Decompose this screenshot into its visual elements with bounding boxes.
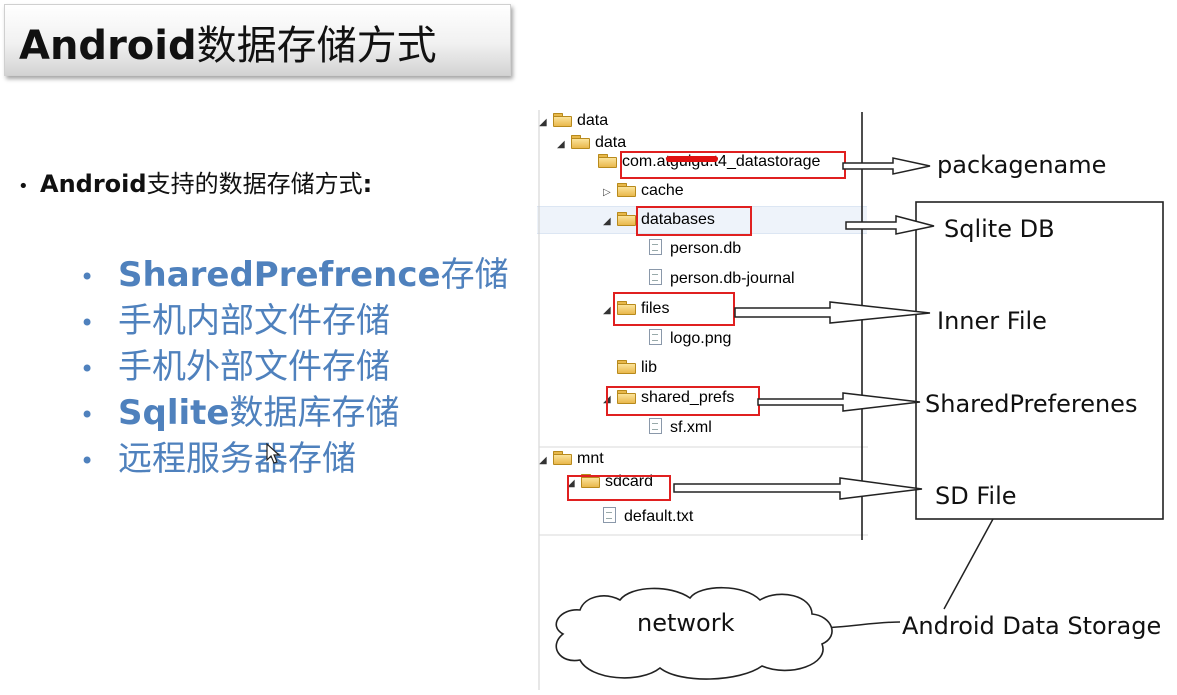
method-cjk: 手机内部文件存储 <box>118 301 390 341</box>
bullet-dot-icon: • <box>80 354 95 383</box>
folder-icon <box>617 390 636 404</box>
expand-arrow-icon[interactable]: ◢ <box>603 216 611 227</box>
folder-icon <box>617 301 636 315</box>
folder-icon <box>617 212 636 226</box>
folder-icon <box>617 360 636 374</box>
tree-node-cache[interactable]: ▷ cache <box>603 178 684 204</box>
bullet-dot-icon: • <box>18 176 29 197</box>
expand-arrow-icon[interactable]: ◢ <box>539 117 547 128</box>
main-bullet-latin: Android <box>40 170 147 198</box>
method-cjk: 手机外部文件存储 <box>118 347 390 387</box>
page-title: Android数据存储方式 <box>19 13 437 71</box>
method-item: • Sqlite数据库存储 <box>80 390 509 436</box>
method-item: • 手机外部文件存储 <box>80 344 509 390</box>
tree-label: data <box>595 134 627 151</box>
method-cjk: 数据库存储 <box>229 393 400 433</box>
label-sd-file: SD File <box>935 482 1017 510</box>
method-en: SharedPrefrence <box>118 255 441 295</box>
tree-node-databases[interactable]: ◢ databases <box>603 207 715 233</box>
tree-node-lib[interactable]: lib <box>603 355 657 381</box>
label-android-storage: Android Data Storage <box>902 612 1162 640</box>
method-item: • SharedPrefrence存储 <box>80 252 509 298</box>
folder-icon <box>571 135 590 149</box>
tree-label: cache <box>641 182 684 199</box>
tree-label: shared_prefs <box>641 389 735 406</box>
main-bullet-cjk: 支持的数据存储方式 <box>146 170 363 198</box>
highlight-box-sdcard <box>567 475 671 501</box>
tree-label: sdcard <box>605 473 654 490</box>
tree-label: files <box>641 300 670 317</box>
label-inner-file: Inner File <box>937 307 1047 335</box>
expand-arrow-icon[interactable]: ◢ <box>603 305 611 316</box>
tree-label: databases <box>641 211 715 228</box>
tree-node-person-journal[interactable]: person.db-journal <box>649 266 795 292</box>
tree-label: data <box>577 112 609 129</box>
tree-label: logo.png <box>670 330 732 347</box>
folder-icon <box>617 183 636 197</box>
cloud-icon <box>555 586 833 680</box>
main-bullet: • Android支持的数据存储方式: <box>18 164 372 199</box>
label-sqlite-db: Sqlite DB <box>944 215 1055 243</box>
expand-arrow-icon[interactable]: ◢ <box>539 455 547 466</box>
expand-arrow-icon[interactable]: ◢ <box>557 139 565 150</box>
tree-node-sf-xml[interactable]: sf.xml <box>649 415 712 441</box>
folder-icon <box>553 451 572 465</box>
file-icon <box>649 329 662 345</box>
file-icon <box>649 239 662 255</box>
tree-label: default.txt <box>624 508 694 525</box>
tree-node-logo[interactable]: logo.png <box>649 326 731 352</box>
method-en: Sqlite <box>118 393 230 433</box>
tree-node-files[interactable]: ◢ files <box>603 296 669 322</box>
label-packagename: packagename <box>937 151 1107 179</box>
method-item: • 手机内部文件存储 <box>80 298 509 344</box>
method-cjk: 存储 <box>440 255 509 295</box>
tree-node-default-txt[interactable]: default.txt <box>603 504 693 530</box>
file-icon <box>603 507 616 523</box>
storage-methods-list: • SharedPrefrence存储 • 手机内部文件存储 • 手机外部文件存储 •… <box>80 252 509 482</box>
tree-label: sf.xml <box>670 419 712 436</box>
folder-icon <box>553 113 572 127</box>
redaction-mark <box>666 156 718 162</box>
title-latin: Android <box>19 23 197 69</box>
bullet-dot-icon: • <box>80 446 95 475</box>
bullet-dot-icon: • <box>80 308 95 337</box>
highlight-box-databases <box>636 206 752 236</box>
expand-arrow-icon[interactable]: ◢ <box>567 478 575 489</box>
bullet-dot-icon: • <box>80 400 95 429</box>
tree-node-mnt[interactable]: ◢ mnt <box>539 446 604 472</box>
mouse-cursor-icon <box>266 443 281 464</box>
title-cjk: 数据存储方式 <box>196 23 437 69</box>
label-shared-prefs: SharedPreferenes <box>925 390 1138 418</box>
tree-node-person-db[interactable]: person.db <box>649 236 741 262</box>
collapsed-arrow-icon[interactable]: ▷ <box>603 187 611 198</box>
tree-label: lib <box>641 359 658 376</box>
file-tree: ◢data ◢data com.atguigu.t4_datastorage ▷… <box>537 104 867 689</box>
tree-label: mnt <box>577 450 604 467</box>
tree-label: person.db-journal <box>670 270 795 287</box>
file-icon <box>649 418 662 434</box>
method-cjk: 远程服务器存储 <box>118 439 356 479</box>
title-box: Android数据存储方式 <box>4 4 511 76</box>
tree-node-data-root[interactable]: ◢ data <box>539 108 608 134</box>
label-network: network <box>637 609 735 637</box>
highlight-box-files <box>613 292 735 326</box>
method-item: • 远程服务器存储 <box>80 436 509 482</box>
file-icon <box>649 269 662 285</box>
main-bullet-colon: : <box>362 170 373 198</box>
tree-node-data[interactable]: ◢ data <box>557 130 626 156</box>
tree-label: person.db <box>670 240 742 257</box>
folder-icon <box>598 154 617 168</box>
bullet-dot-icon: • <box>80 262 95 291</box>
